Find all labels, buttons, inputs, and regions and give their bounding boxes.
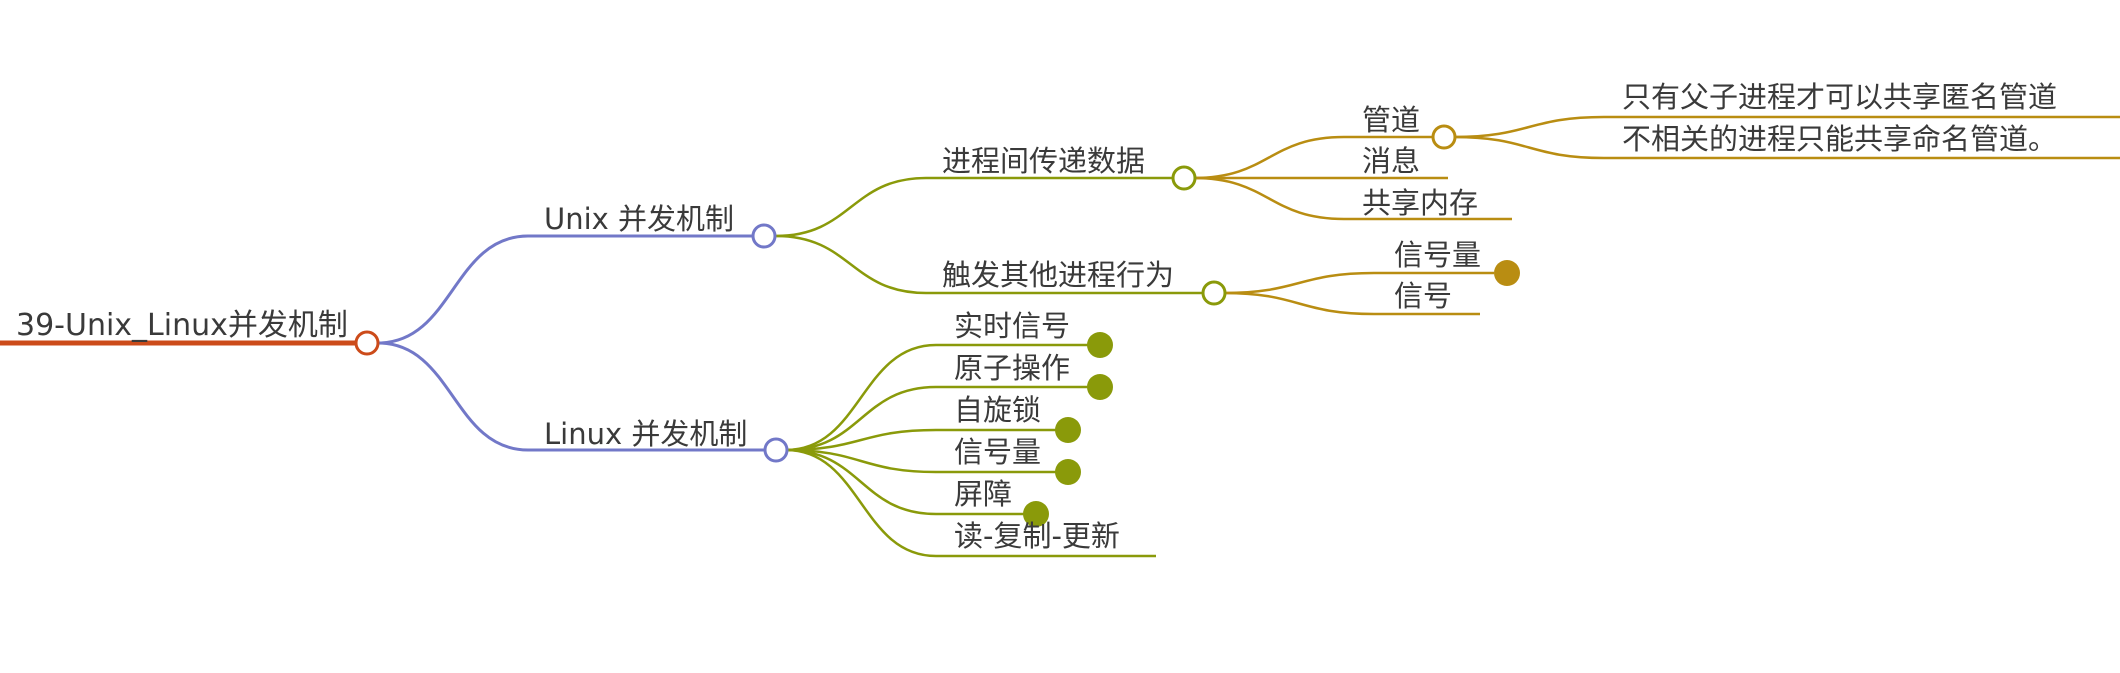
topic-pipe[interactable]: 管道 (1362, 103, 1421, 137)
topic-ipc-data[interactable]: 进程间传递数据 (942, 144, 1146, 178)
barrier-collapsed-dot[interactable] (1023, 501, 1049, 527)
topic-anonymous-pipe-note[interactable]: 只有父子进程才可以共享匿名管道 (1622, 80, 2058, 114)
edge-linux-realtime-signal (785, 343, 1096, 452)
spinlock-collapsed-dot[interactable] (1055, 417, 1081, 443)
edge-unix-trigger (775, 234, 1202, 295)
edge-pipe-anonymous (1453, 115, 2120, 139)
topic-semaphore-linux[interactable]: 信号量 (954, 435, 1042, 469)
topic-signal[interactable]: 信号 (1394, 279, 1453, 313)
topic-spinlock[interactable]: 自旋锁 (954, 393, 1042, 427)
trigger-node-toggle[interactable] (1201, 280, 1227, 306)
edge-pipe-named (1453, 135, 2120, 160)
edge-root-linux (377, 341, 764, 452)
root-node-toggle[interactable] (354, 330, 380, 356)
edge-ipc-pipe (1193, 135, 1432, 180)
realtime-signal-collapsed-dot[interactable] (1087, 332, 1113, 358)
edge-linux-atomic-ops (785, 385, 1096, 452)
edge-root-unix (377, 234, 752, 345)
topic-trigger-behavior[interactable]: 触发其他进程行为 (942, 258, 1175, 292)
edge-linux-spinlock (785, 428, 1066, 452)
topic-barrier[interactable]: 屏障 (954, 477, 1013, 511)
root-topic[interactable]: 39-Unix_Linux并发机制 (16, 308, 348, 343)
semaphore-unix-collapsed-dot[interactable] (1494, 260, 1520, 286)
semaphore-linux-collapsed-dot[interactable] (1055, 459, 1081, 485)
topic-realtime-signal[interactable]: 实时信号 (954, 309, 1071, 343)
edge-linux-semaphore-linux (785, 448, 1066, 474)
edge-ipc-shm (1193, 176, 1512, 221)
edge-trigger-semaphore (1223, 271, 1494, 295)
edge-linux-barrier (785, 448, 1034, 516)
mind-map-edges (0, 115, 2120, 558)
topic-rcu[interactable]: 读-复制-更新 (954, 519, 1120, 553)
edge-unix-ipc (775, 176, 1172, 238)
topic-linux-concurrency[interactable]: Linux 并发机制 (544, 417, 748, 451)
pipe-node-toggle[interactable] (1431, 124, 1457, 150)
ipc-node-toggle[interactable] (1171, 165, 1197, 191)
edge-linux-rcu (785, 448, 1156, 558)
topic-atomic-ops[interactable]: 原子操作 (954, 351, 1071, 385)
topic-message[interactable]: 消息 (1362, 144, 1421, 178)
topic-semaphore-unix[interactable]: 信号量 (1394, 238, 1482, 272)
topic-named-pipe-note[interactable]: 不相关的进程只能共享命名管道。 (1622, 122, 2058, 156)
unix-node-toggle[interactable] (751, 223, 777, 249)
topic-shared-memory[interactable]: 共享内存 (1362, 186, 1479, 220)
linux-node-toggle[interactable] (763, 437, 789, 463)
mind-map-nodes (354, 124, 1520, 527)
topic-unix-concurrency[interactable]: Unix 并发机制 (544, 202, 735, 236)
edge-trigger-signal (1223, 291, 1480, 316)
atomic-ops-collapsed-dot[interactable] (1087, 374, 1113, 400)
